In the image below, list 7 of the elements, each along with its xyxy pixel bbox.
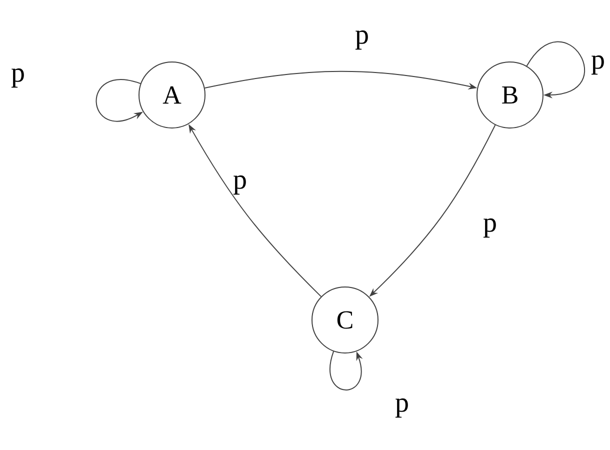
edge-label: p — [591, 55, 604, 75]
edge-label: p — [11, 68, 24, 88]
edge-label: p — [395, 398, 408, 418]
arrow — [526, 41, 585, 98]
edge-label: p — [483, 218, 496, 238]
edge-label: p — [233, 175, 246, 195]
edge-label: p — [355, 30, 368, 50]
